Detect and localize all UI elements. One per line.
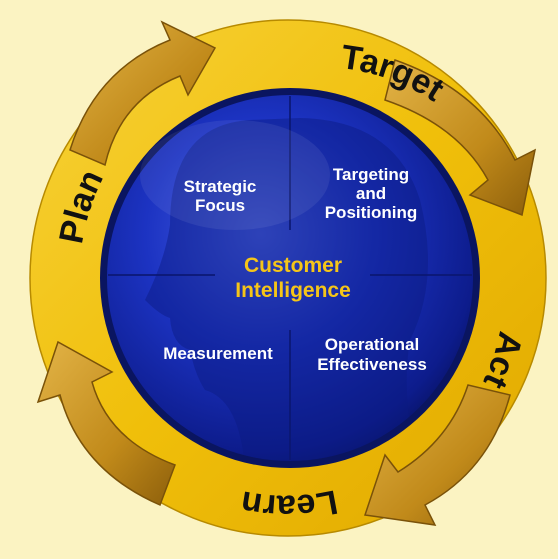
outer-ring-edge xyxy=(29,19,547,537)
operational-line2: Effectiveness xyxy=(317,355,427,374)
operational-line1: Operational xyxy=(325,335,419,354)
targeting-line3: Positioning xyxy=(325,203,418,222)
quadrant-dividers xyxy=(108,96,472,460)
targeting-line1: Targeting xyxy=(333,165,409,184)
targeting-line2: and xyxy=(356,184,386,203)
sphere-highlight xyxy=(140,120,330,230)
strategic-focus-line2: Focus xyxy=(195,196,245,215)
center-title-line1: Customer xyxy=(244,254,342,277)
arrow-target-to-act xyxy=(384,59,537,217)
arrow-learn-to-plan xyxy=(36,340,176,507)
center-title: Customer Intelligence xyxy=(235,254,351,302)
strategic-focus-line1: Strategic xyxy=(184,177,257,196)
intelligence-sphere xyxy=(107,95,473,461)
quadrant-labels: Strategic Focus Targeting and Positionin… xyxy=(163,165,427,374)
center-title-line2: Intelligence xyxy=(235,279,351,302)
arrow-plan-to-target xyxy=(69,20,217,167)
measurement-label: Measurement xyxy=(163,344,273,363)
cycle-label-learn: Learn xyxy=(238,482,340,525)
arrow-act-to-learn xyxy=(364,384,511,526)
head-silhouette xyxy=(145,118,428,461)
